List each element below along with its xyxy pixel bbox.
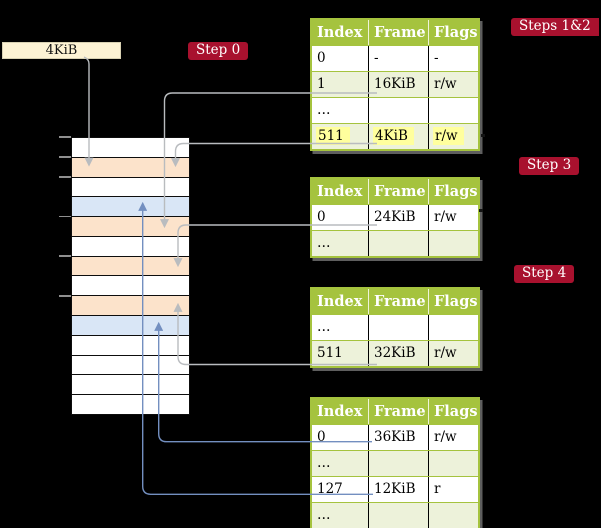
memory-row: [72, 138, 189, 158]
page-table-top: Index Frame Flags 0 - - 1 16KiB r/w … 51…: [310, 18, 480, 151]
cell-index: 127: [317, 481, 343, 497]
table-row: …: [312, 230, 478, 256]
connector-stub: [481, 133, 485, 137]
memory-tick: [59, 156, 71, 158]
memory-tick: [59, 136, 71, 138]
cell-frame: [373, 454, 375, 472]
cell-frame: [373, 506, 375, 524]
cell-flags: r/w: [434, 429, 457, 445]
column-header-index: Index: [317, 403, 363, 420]
cell-flags: r/w: [433, 127, 464, 145]
table-row: 127 12KiB r: [312, 476, 478, 502]
table-row: …: [312, 97, 478, 123]
table-row: …: [312, 502, 478, 528]
memory-row: [72, 395, 189, 414]
table-row: 511 32KiB r/w: [312, 340, 478, 366]
table-row: 0 24KiB r/w: [312, 204, 478, 230]
cell-frame: 16KiB: [374, 76, 416, 92]
cell-frame: [373, 318, 375, 336]
cell-frame: 36KiB: [374, 429, 416, 445]
cell-index: 511: [316, 127, 350, 145]
table-row: 0 36KiB r/w: [312, 424, 478, 450]
column-header-frame: Frame: [368, 179, 428, 204]
memory-row-mapped-orange: [72, 157, 189, 178]
memory-tick: [59, 255, 71, 257]
table-row: 0 - -: [312, 45, 478, 71]
cell-flags: [433, 101, 435, 119]
table-header: Index Frame Flags: [312, 20, 478, 45]
cell-flags: [433, 454, 435, 472]
column-header-frame: Frame: [368, 289, 428, 314]
page-table-step3: Index Frame Flags 0 24KiB r/w …: [310, 177, 480, 258]
cell-frame: 4KiB: [373, 127, 414, 145]
cell-frame: -: [374, 50, 379, 66]
cell-flags: [433, 506, 435, 524]
column-header-flags: Flags: [428, 179, 478, 204]
column-header-index: Index: [317, 293, 363, 310]
cell-frame: 32KiB: [374, 345, 416, 361]
memory-row-mapped-orange: [72, 217, 189, 237]
memory-row: [72, 276, 189, 297]
cell-frame: 12KiB: [374, 481, 416, 497]
cell-index: 0: [317, 209, 326, 225]
table-row: 1 16KiB r/w: [312, 71, 478, 97]
column-header-index: Index: [317, 24, 363, 41]
page-size-label: 4KiB: [2, 42, 121, 59]
column-header-flags: Flags: [428, 399, 478, 424]
cell-index: 0: [317, 429, 326, 445]
cell-index: …: [317, 319, 331, 335]
table-row-highlighted: 511 4KiB r/w: [312, 123, 478, 149]
connector-stub: [478, 208, 483, 212]
cell-frame: [373, 101, 375, 119]
cell-frame: 24KiB: [374, 209, 416, 225]
memory-row: [72, 375, 189, 396]
cell-index: …: [317, 507, 331, 523]
page-table-step4: Index Frame Flags … 511 32KiB r/w: [310, 287, 480, 368]
memory-row-mapped-orange: [72, 256, 189, 277]
page-table-bottom: Index Frame Flags 0 36KiB r/w … 127 12Ki…: [310, 397, 480, 528]
cell-index: …: [317, 235, 331, 251]
cell-flags: [433, 234, 435, 252]
memory-row-mapped-blue: [72, 316, 189, 336]
column-header-flags: Flags: [428, 20, 478, 45]
cell-index: 511: [317, 345, 343, 361]
column-header-frame: Frame: [368, 20, 428, 45]
column-header-index: Index: [317, 183, 363, 200]
cell-flags: r: [434, 481, 441, 497]
memory-tick: [59, 295, 71, 297]
cell-flags: r/w: [434, 345, 457, 361]
column-header-frame: Frame: [368, 399, 428, 424]
cell-index: …: [317, 455, 331, 471]
physical-memory-column: [71, 137, 190, 415]
step-3-badge: Step 3: [519, 157, 580, 175]
memory-row: [72, 355, 189, 376]
memory-row: [72, 177, 189, 198]
cell-flags: -: [434, 50, 439, 66]
cell-index: 1: [317, 76, 326, 92]
memory-tick: [59, 176, 71, 178]
step-4-badge: Step 4: [514, 265, 575, 283]
column-header-flags: Flags: [428, 289, 478, 314]
cell-index: …: [317, 102, 331, 118]
table-header: Index Frame Flags: [312, 399, 478, 424]
table-header: Index Frame Flags: [312, 289, 478, 314]
memory-row-mapped-blue: [72, 197, 189, 218]
cell-frame: [373, 234, 375, 252]
cell-flags: r/w: [434, 76, 457, 92]
table-row: …: [312, 314, 478, 340]
cell-index: 0: [317, 50, 326, 66]
table-header: Index Frame Flags: [312, 179, 478, 204]
cell-flags: r/w: [434, 209, 457, 225]
step-0-badge: Step 0: [188, 42, 249, 60]
memory-row: [72, 236, 189, 257]
table-row: …: [312, 450, 478, 476]
memory-tick: [59, 215, 71, 218]
memory-row: [72, 335, 189, 356]
steps-1-2-badge: Steps 1&2: [511, 18, 599, 36]
memory-row-mapped-orange: [72, 296, 189, 317]
cell-flags: [433, 318, 435, 336]
